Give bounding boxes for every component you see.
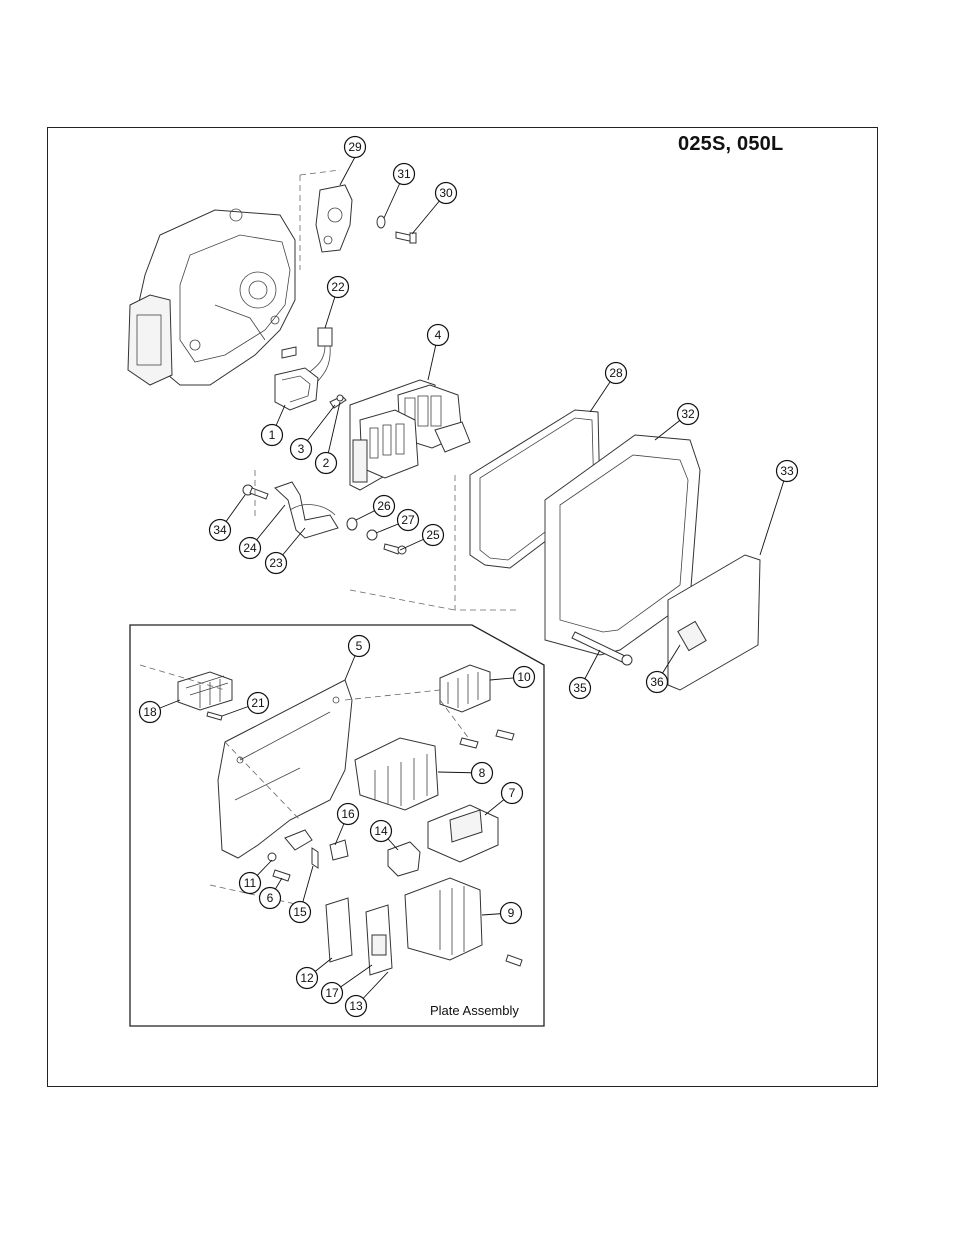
callout-18: 18 [140, 702, 161, 723]
svg-text:14: 14 [374, 824, 388, 838]
switch-1 [275, 368, 318, 410]
svg-text:24: 24 [243, 541, 257, 555]
svg-text:12: 12 [300, 971, 314, 985]
svg-text:32: 32 [681, 407, 695, 421]
svg-text:11: 11 [244, 876, 257, 890]
svg-text:10: 10 [517, 670, 531, 684]
callout-25: 25 [423, 525, 444, 546]
svg-text:7: 7 [509, 786, 516, 800]
callout-8: 8 [472, 763, 493, 784]
svg-text:4: 4 [435, 328, 442, 342]
callout-6: 6 [260, 888, 281, 909]
housing [128, 209, 295, 385]
svg-text:25: 25 [426, 528, 440, 542]
callout-35: 35 [570, 678, 591, 699]
svg-text:22: 22 [331, 280, 345, 294]
callout-27: 27 [398, 510, 419, 531]
svg-text:2: 2 [323, 456, 330, 470]
callout-23: 23 [266, 553, 287, 574]
svg-text:23: 23 [269, 556, 283, 570]
screw-34 [243, 485, 268, 499]
svg-text:18: 18 [143, 705, 157, 719]
callout-28: 28 [606, 363, 627, 384]
svg-text:35: 35 [573, 681, 587, 695]
callout-15: 15 [290, 902, 311, 923]
callout-31: 31 [394, 164, 415, 185]
callout-3: 3 [291, 439, 312, 460]
svg-text:8: 8 [479, 766, 486, 780]
svg-text:21: 21 [251, 696, 265, 710]
svg-text:27: 27 [401, 513, 415, 527]
callout-26: 26 [374, 496, 395, 517]
callout-36: 36 [647, 672, 668, 693]
callout-33: 33 [777, 461, 798, 482]
svg-text:13: 13 [349, 999, 363, 1013]
bracket-29 [316, 185, 352, 252]
screw-3-2 [330, 395, 346, 408]
svg-text:9: 9 [508, 906, 515, 920]
callout-16: 16 [338, 804, 359, 825]
svg-text:34: 34 [213, 523, 227, 537]
svg-text:17: 17 [325, 986, 339, 1000]
svg-text:31: 31 [397, 167, 411, 181]
svg-text:3: 3 [298, 442, 305, 456]
callout-13: 13 [346, 996, 367, 1017]
callout-17: 17 [322, 983, 343, 1004]
callout-32: 32 [678, 404, 699, 425]
washers-26-27 [347, 518, 377, 540]
callout-12: 12 [297, 968, 318, 989]
callout-10: 10 [514, 667, 535, 688]
callout-34: 34 [210, 520, 231, 541]
callout-24: 24 [240, 538, 261, 559]
svg-text:33: 33 [780, 464, 794, 478]
callout-30: 30 [436, 183, 457, 204]
svg-text:16: 16 [341, 807, 355, 821]
svg-text:26: 26 [377, 499, 391, 513]
callout-4: 4 [428, 325, 449, 346]
callout-5: 5 [349, 636, 370, 657]
svg-text:6: 6 [267, 891, 274, 905]
callout-1: 1 [262, 425, 283, 446]
callout-14: 14 [371, 821, 392, 842]
svg-text:5: 5 [356, 639, 363, 653]
contactor-panel-4 [350, 380, 470, 490]
callout-21: 21 [248, 693, 269, 714]
svg-text:15: 15 [293, 905, 307, 919]
callout-29: 29 [345, 137, 366, 158]
callout-9: 9 [501, 903, 522, 924]
bracket-24-23 [275, 482, 338, 538]
svg-text:28: 28 [609, 366, 623, 380]
svg-text:30: 30 [439, 186, 453, 200]
contactor-9 [405, 878, 482, 960]
callout-22: 22 [328, 277, 349, 298]
svg-text:36: 36 [650, 675, 664, 689]
screw-30 [396, 232, 416, 243]
label-12 [326, 898, 352, 962]
board-13 [366, 905, 392, 975]
callout-7: 7 [502, 783, 523, 804]
callout-2: 2 [316, 453, 337, 474]
callout-11: 11 [240, 873, 261, 894]
svg-text:29: 29 [348, 140, 362, 154]
svg-text:1: 1 [269, 428, 276, 442]
inset-label: Plate Assembly [430, 1003, 519, 1018]
